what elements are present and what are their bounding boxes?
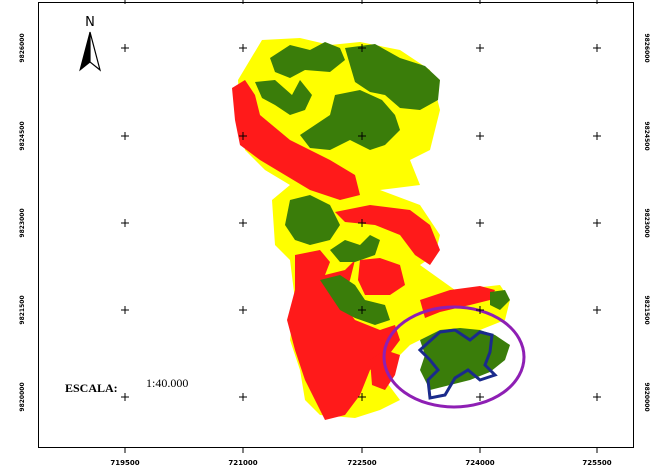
scale-value: 1:40.000: [146, 376, 188, 390]
y-tick-label-left: 9826000: [19, 33, 26, 62]
north-label: N: [85, 15, 95, 30]
zone-low-7: [320, 275, 390, 325]
y-tick-label-left: 9824500: [19, 121, 26, 150]
y-tick-label-right: 9826000: [643, 33, 650, 62]
zone-low-2: [345, 44, 440, 110]
grid-crosses: [121, 44, 601, 401]
zone-low-6: [330, 235, 380, 262]
north-arrow-icon: [79, 31, 102, 72]
y-tick-label-right: 9820000: [643, 382, 650, 411]
zone-high-2: [335, 205, 440, 265]
highlight-circle: [382, 305, 526, 409]
zone-low-5: [285, 195, 340, 245]
x-tick-label: 719500: [110, 459, 139, 467]
zone-low-9: [490, 290, 510, 310]
zone-high-5: [420, 286, 495, 318]
x-tick-label: 725500: [582, 459, 611, 467]
study-area-outline: [417, 328, 498, 400]
scale-label: ESCALA:: [65, 381, 118, 395]
zone-low-1: [270, 42, 345, 78]
frame-ticks: [124, 0, 598, 453]
y-tick-label-right: 9823000: [643, 208, 650, 237]
zone-low-4: [300, 90, 400, 150]
zone-low-8: [420, 328, 510, 390]
y-tick-label-left: 9820000: [19, 382, 26, 411]
zone-high-1: [232, 80, 360, 200]
zone-high-4: [358, 258, 405, 295]
x-tick-label: 721000: [228, 459, 257, 467]
north-arrow: N: [79, 15, 102, 72]
y-tick-label-left: 9823000: [19, 208, 26, 237]
y-tick-label-left: 9821500: [19, 295, 26, 324]
zone-low-3: [255, 80, 312, 115]
y-tick-label-right: 9821500: [643, 295, 650, 324]
y-tick-label-right: 9824500: [643, 121, 650, 150]
zone-high-3: [287, 250, 400, 420]
x-tick-label: 724000: [465, 459, 494, 467]
x-tick-label: 722500: [347, 459, 376, 467]
